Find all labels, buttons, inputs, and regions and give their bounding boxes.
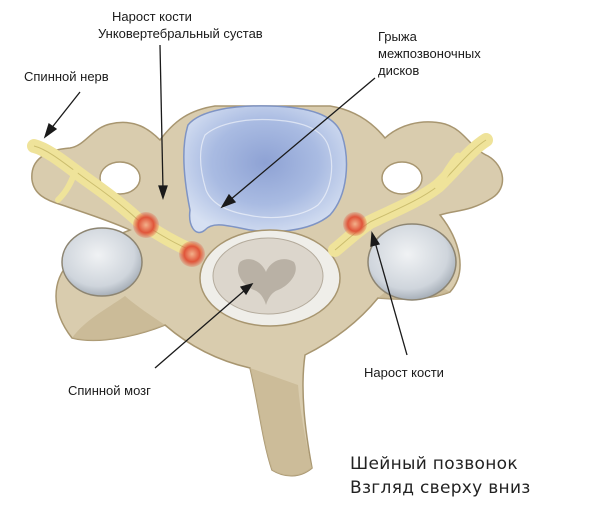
lamina-shadow-left bbox=[72, 296, 165, 341]
arrowhead-disc-herniation bbox=[220, 193, 237, 209]
arrowhead-spinal-nerve bbox=[43, 122, 58, 139]
label-disc-herniation-line3: дисков bbox=[378, 63, 420, 78]
inflammation-left-upper bbox=[133, 212, 159, 238]
transverse-foramen-right bbox=[381, 161, 423, 195]
pointer-uncovertebral bbox=[159, 44, 164, 191]
intervertebral-disc bbox=[183, 105, 348, 234]
pointer-spinal-cord bbox=[154, 289, 246, 369]
nerve-branch-right bbox=[434, 152, 462, 190]
spinous-process-shadow bbox=[250, 368, 312, 476]
inflammation-right bbox=[343, 212, 367, 236]
label-disc-herniation: Грыжа межпозвоночных дисков bbox=[378, 28, 481, 79]
grey-matter bbox=[237, 259, 296, 305]
arrowhead-bone-spur-right bbox=[370, 231, 381, 247]
label-bone-spur-uncovertebral: Нарост кости Унковертебральный сустав bbox=[98, 8, 263, 42]
inflammation-left-lower bbox=[179, 241, 205, 267]
facet-joint-left bbox=[61, 227, 143, 297]
facet-joint-right bbox=[367, 223, 457, 301]
pointer-spinal-nerve bbox=[49, 91, 81, 131]
label-spinal-nerve: Спинной нерв bbox=[24, 69, 109, 84]
spinal-nerve-left-edge bbox=[33, 145, 196, 253]
disc-ring bbox=[200, 118, 333, 219]
pointer-lines bbox=[43, 44, 408, 369]
label-bone-spur-line1: Нарост кости bbox=[112, 9, 192, 24]
caption-line1: Шейный позвонок bbox=[350, 454, 518, 474]
pointer-disc-herniation bbox=[229, 77, 376, 201]
label-disc-herniation-line1: Грыжа bbox=[378, 29, 417, 44]
label-spinal-cord: Спинной мозг bbox=[68, 383, 151, 398]
arrowhead-spinal-cord bbox=[239, 282, 254, 296]
label-uncovertebral-joint: Унковертебральный сустав bbox=[98, 26, 263, 41]
nerve-branch-left bbox=[55, 169, 78, 203]
label-bone-spur-right: Нарост кости bbox=[364, 365, 444, 380]
caption-line2: Взгляд сверху вниз bbox=[350, 478, 531, 498]
pointer-bone-spur-right bbox=[374, 241, 408, 356]
transverse-foramen-left bbox=[99, 161, 141, 195]
label-disc-herniation-line2: межпозвоночных bbox=[378, 46, 481, 61]
arrowhead-uncovertebral bbox=[158, 185, 168, 201]
